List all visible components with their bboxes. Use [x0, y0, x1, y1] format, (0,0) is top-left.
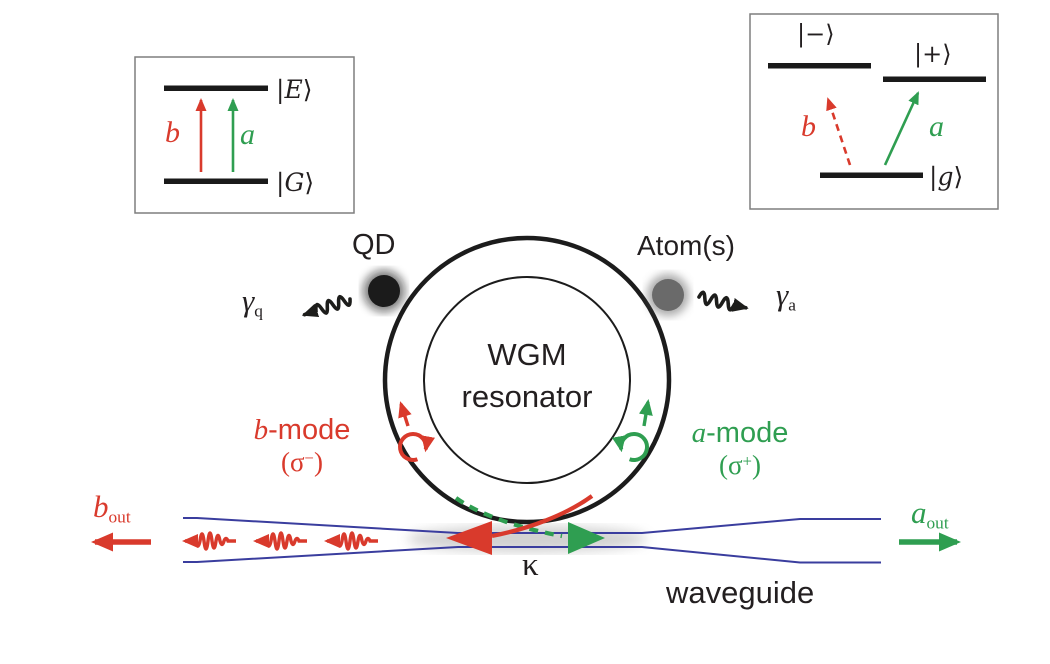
qd-diagram-frame: [134, 56, 355, 214]
photon-pulse: [182, 531, 236, 551]
kappa-label: κ: [522, 547, 539, 583]
a-out-label: aout: [911, 497, 949, 532]
b-mode-label: b-mode: [228, 416, 376, 445]
sigma-close: ): [752, 450, 761, 480]
out-subscript: out: [926, 513, 949, 533]
sigma-superscript: +: [742, 451, 752, 471]
ket-minus-label: |−⟩: [797, 20, 835, 48]
mode-symbol: b: [253, 414, 269, 446]
gamma-q-decay-arrow: [301, 294, 352, 318]
mode-word: -mode: [268, 414, 351, 446]
a-mode-direction-arrow: [638, 399, 653, 427]
gamma-subscript: a: [788, 295, 796, 315]
ket-bracket: ⟩: [953, 162, 964, 191]
ket-symbol: g: [937, 162, 954, 191]
gamma-q-label: γq: [242, 285, 263, 320]
b-mode-circulation-icon: [398, 431, 435, 462]
atom-a-arrow-label: a: [929, 110, 944, 143]
ket-bracket: ⟩: [304, 168, 315, 197]
resonator-inner-ring: [423, 276, 631, 484]
excited-level-bar: [164, 85, 268, 91]
ket-bar: |: [276, 75, 285, 104]
out-symbol: a: [911, 495, 927, 530]
photon-pulse: [253, 531, 307, 551]
a-polarization-label: (σ+): [666, 452, 814, 479]
waveguide-bottom-line: [183, 546, 881, 564]
gamma-symbol: γ: [242, 283, 255, 318]
photon-pulse: [324, 531, 378, 551]
mode-symbol: a: [691, 417, 707, 449]
qd-dot: [368, 275, 400, 307]
atom-level-diagram: [749, 13, 999, 210]
b-polarization-label: (σ−): [228, 449, 376, 476]
atom-a-transition-arrow: [883, 91, 920, 166]
ket-symbol: G: [284, 168, 305, 197]
gamma-subscript: q: [254, 301, 263, 321]
qd-b-arrow-label: b: [165, 116, 180, 149]
atom-b-arrow-label: b: [801, 110, 816, 143]
b-mode-coupling-arrow: [491, 494, 594, 539]
ket-g-label: |g⟩: [929, 164, 963, 189]
ket-bracket: ⟩: [302, 75, 313, 104]
ket-bar: |: [276, 168, 285, 197]
mode-word: -mode: [706, 417, 789, 449]
out-subscript: out: [108, 507, 131, 527]
sigma-close: ): [314, 447, 323, 477]
out-symbol: b: [93, 489, 109, 524]
g-level-bar: [820, 172, 923, 178]
plus-level-bar: [883, 76, 986, 82]
ket-G-label: |G⟩: [276, 170, 314, 195]
a-mode-label: a-mode: [666, 419, 814, 448]
resonator-title-line2: resonator: [461, 379, 593, 414]
a-mode-coupling-arrow: [454, 496, 563, 539]
ket-E-label: |E⟩: [276, 77, 312, 102]
ground-level-bar: [164, 178, 268, 184]
gamma-symbol: γ: [776, 277, 789, 312]
b-out-photon-pulses: [182, 531, 378, 551]
waveguide-label: waveguide: [666, 575, 815, 610]
ket-symbol: E: [284, 75, 303, 104]
minus-level-bar: [768, 63, 871, 69]
a-mode-coupling-arrowhead: [568, 522, 605, 554]
atom-dot: [652, 279, 684, 311]
sigma-superscript: −: [304, 448, 314, 468]
ket-bar: |: [929, 162, 938, 191]
sigma-open: (σ: [281, 447, 305, 477]
sigma-open: (σ: [719, 450, 743, 480]
resonator-title-line1: WGM: [487, 337, 567, 372]
qd-level-diagram: [134, 56, 355, 214]
atom-label: Atom(s): [637, 230, 735, 261]
qd-label: QD: [352, 229, 396, 261]
qd-a-arrow-label: a: [240, 118, 255, 151]
a-mode-circulation-icon: [612, 431, 649, 462]
b-mode-coupling-arrowhead: [446, 521, 492, 555]
b-out-label: bout: [93, 491, 131, 526]
b-mode-direction-arrow: [398, 401, 412, 427]
gamma-a-decay-arrow: [697, 290, 749, 312]
atom-diagram-frame: [749, 13, 999, 210]
ket-plus-label: |+⟩: [914, 40, 952, 68]
gamma-a-label: γa: [776, 279, 796, 314]
